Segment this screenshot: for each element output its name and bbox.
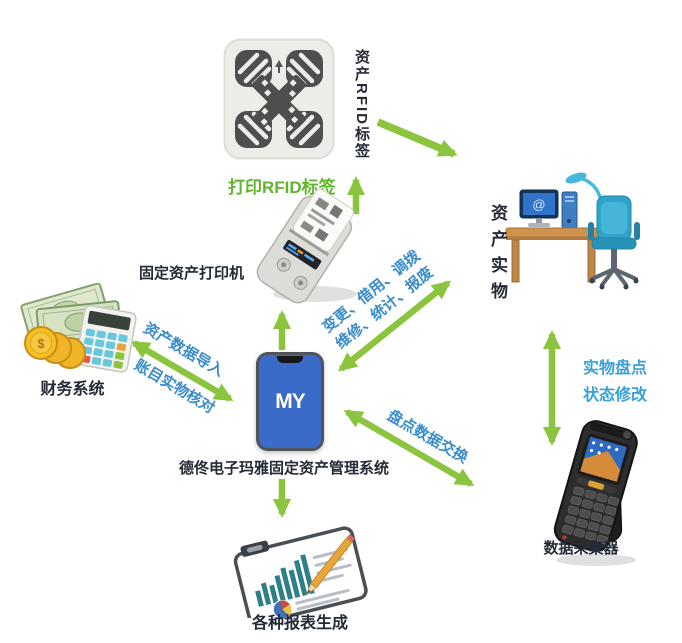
edge-label-physical-inventory-line1: 实物盘点	[582, 360, 647, 377]
svg-text:@: @	[532, 197, 545, 212]
asset-desk-image: @	[505, 172, 640, 290]
edge-label-physical-inventory-line2: 状态修改	[582, 387, 647, 404]
svg-text:$: $	[37, 336, 45, 351]
printer-label: 固定资产打印机	[139, 265, 245, 282]
reports-clipboard-image	[233, 526, 368, 618]
phone-logo: MY	[275, 389, 305, 413]
system-label: 德佟电子玛雅固定资产管理系统	[178, 460, 389, 477]
arrow-rfid-to-asset	[376, 118, 458, 158]
print-rfid-label: 打印RFID标签	[228, 178, 336, 197]
phone-notch	[277, 356, 303, 363]
asset-label: 资产实物	[488, 204, 507, 308]
data-collector-image	[553, 420, 638, 566]
rfid-tag-label: 资产RFID标签	[353, 49, 370, 160]
phone-image: MY	[256, 352, 324, 451]
finance-label: 财务系统	[40, 381, 105, 398]
finance-system-image: $	[20, 283, 137, 373]
rfid-tag-image	[223, 38, 335, 160]
collector-label: 数据采集器	[543, 540, 619, 557]
edge-label-physical-inventory: 实物盘点 状态修改	[576, 355, 654, 409]
asset-printer-image	[256, 188, 357, 304]
reports-label: 各种报表生成	[251, 615, 348, 632]
